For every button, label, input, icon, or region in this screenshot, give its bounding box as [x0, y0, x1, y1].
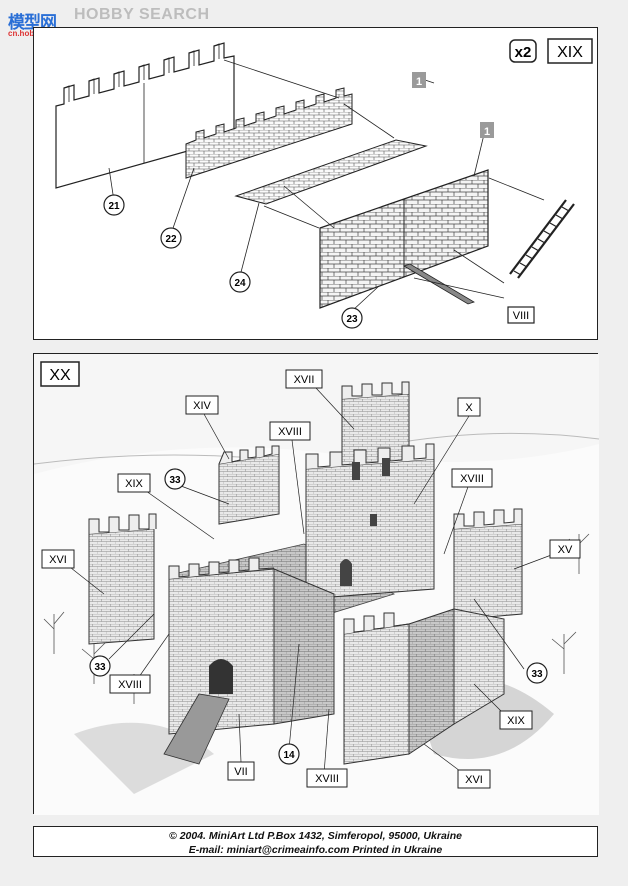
callout-33-c: 33 [526, 662, 548, 684]
svg-text:x2: x2 [515, 44, 532, 61]
svg-text:1: 1 [416, 76, 422, 88]
ladder-label: VIII [507, 306, 535, 324]
watermark-brand-en: HOBBY SEARCH [74, 6, 210, 23]
label-xvi-b: XVI [457, 769, 491, 789]
svg-text:XVIII: XVIII [278, 426, 302, 438]
label-x: X [457, 397, 481, 417]
label-xvii: XVII [285, 369, 323, 389]
front-wall-gate-vii [168, 557, 335, 735]
svg-text:XIV: XIV [193, 400, 211, 412]
tower-xvi-left [88, 513, 157, 645]
footer-contact: E-mail: miniart@crimeainfo.com Printed i… [188, 844, 443, 856]
part-22-brick-wall [185, 87, 353, 179]
label-xviii-a: XVIII [269, 421, 311, 441]
step-number-xix: XIX [547, 38, 593, 64]
callout-33-b: 33 [89, 655, 111, 677]
svg-text:23: 23 [346, 314, 358, 325]
tower-xiv [218, 445, 280, 525]
svg-text:33: 33 [531, 669, 543, 680]
callout-24: 24 [229, 271, 251, 293]
svg-text:XVI: XVI [49, 554, 67, 566]
svg-text:XV: XV [558, 544, 573, 556]
multiplier-badge: x2 [509, 39, 537, 63]
label-xv: XV [549, 539, 581, 559]
svg-text:XVI: XVI [465, 774, 483, 786]
castle-illustration: XX XVII XIV XVIII X XIX 33 XVIII [33, 354, 600, 815]
label-xviii-d: XVIII [306, 768, 348, 788]
tower-xvi-front [343, 608, 455, 765]
label-xviii-c: XVIII [109, 674, 151, 694]
svg-text:XIX: XIX [507, 715, 525, 727]
svg-text:XIX: XIX [125, 478, 143, 490]
assembly-arrows [223, 59, 545, 299]
part-24-walkway [234, 139, 428, 205]
drawbridge [163, 693, 230, 765]
right-wall-xix [453, 608, 505, 725]
part-viii-ladder [403, 199, 575, 305]
svg-text:33: 33 [94, 662, 106, 673]
callout-22: 22 [160, 227, 182, 249]
callout-23: 23 [341, 307, 363, 329]
label-xix-b: XIX [499, 710, 533, 730]
footer-copyright: © 2004. MiniArt Ltd P.Box 1432, Simferop… [169, 830, 462, 842]
step-xix-panel: 1 1 21 22 24 23 VIII [33, 27, 598, 340]
svg-text:X: X [465, 402, 473, 414]
svg-text:22: 22 [165, 234, 177, 245]
svg-text:33: 33 [169, 475, 181, 486]
svg-text:XVIII: XVIII [460, 473, 484, 485]
callout-21: 21 [103, 194, 125, 216]
svg-text:XVIII: XVIII [118, 679, 142, 691]
part-21-wall [55, 42, 235, 189]
castle-leader-lines [65, 387, 555, 775]
svg-text:1: 1 [484, 126, 490, 138]
callout-14: 14 [278, 743, 300, 765]
part-badge-1: 1 [412, 72, 426, 88]
svg-text:XX: XX [49, 367, 71, 384]
step-number-xx: XX [40, 361, 80, 387]
svg-text:21: 21 [108, 201, 120, 212]
step-xix-drawing: 1 1 21 22 24 23 VIII [55, 38, 593, 329]
svg-text:VIII: VIII [513, 310, 530, 322]
label-vii: VII [227, 761, 255, 781]
callout-33-a: 33 [164, 468, 186, 490]
part-badge-2: 1 [480, 122, 494, 138]
keep-xvii [305, 381, 435, 600]
label-xvi-a: XVI [41, 549, 75, 569]
label-xiv: XIV [185, 395, 219, 415]
footer: © 2004. MiniArt Ltd P.Box 1432, Simferop… [33, 826, 598, 857]
svg-text:XIX: XIX [557, 44, 583, 61]
svg-text:24: 24 [234, 278, 246, 289]
step-xx-panel: XX XVII XIV XVIII X XIX 33 XVIII [33, 353, 600, 815]
tower-xv [453, 508, 523, 621]
label-xviii-b: XVIII [451, 468, 493, 488]
svg-text:VII: VII [234, 766, 247, 778]
part-23-brick-wall [319, 169, 489, 309]
label-xix-a: XIX [117, 473, 151, 493]
svg-text:XVIII: XVIII [315, 773, 339, 785]
svg-text:14: 14 [283, 750, 295, 761]
svg-text:XVII: XVII [294, 374, 315, 386]
